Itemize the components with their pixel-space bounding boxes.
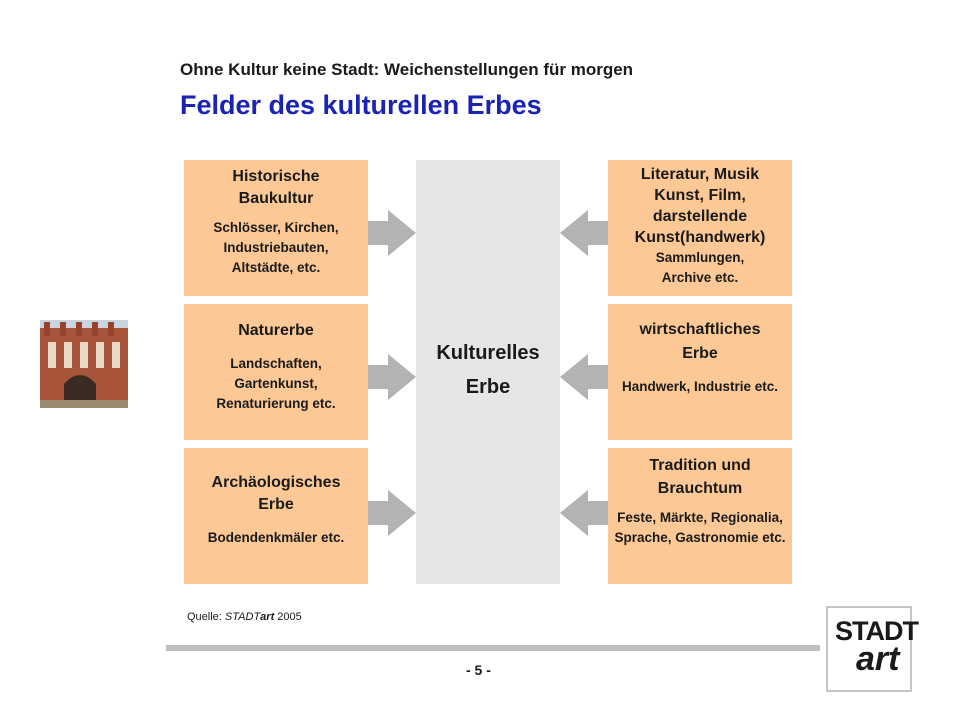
center-panel [416,160,560,584]
box-description: Feste, Märkte, Regionalia, Sprache, Gast… [614,510,786,545]
arrow-right-icon [368,490,416,536]
box-historische-baukultur: Historische Baukultur Schlösser, Kirchen… [184,160,368,296]
slide-subtitle: Ohne Kultur keine Stadt: Weichenstellung… [180,60,634,79]
center-label-line1: Kulturelles [436,342,540,364]
source-citation: Quelle: STADTart 2005 [187,611,302,623]
arrow-left-icon [560,210,608,256]
logo-word-stadt: STADT [835,616,919,646]
center-label-line2: Erbe [465,376,511,398]
source-label: Quelle: [187,611,222,623]
building-photo [40,320,128,408]
source-name: STADTart [224,611,275,623]
box-wirtschaftliches-erbe: wirtschaftliches Erbe Handwerk, Industri… [608,304,792,440]
source-year: 2005 [277,611,302,623]
box-description: Sammlungen, Archive etc. [655,250,745,285]
footer-divider [166,645,820,651]
logo-word-art: art [856,640,900,678]
box-archaeologisches-erbe: Archäologisches Erbe Bodendenkmäler etc. [184,448,368,584]
box-description: Bodendenkmäler etc. [207,530,345,545]
box-description: Landschaften, Gartenkunst, Renaturierung… [216,356,336,411]
arrow-right-icon [368,354,416,400]
box-heading: Tradition und Brauchtum [649,457,751,497]
box-heading: Naturerbe [238,322,314,339]
box-heading: Literatur, Musik Kunst, Film, darstellen… [634,166,766,246]
page-number: - 5 - [466,662,491,678]
box-literatur-musik: Literatur, Musik Kunst, Film, darstellen… [608,160,792,296]
box-description: Handwerk, Industrie etc. [621,379,779,394]
box-naturerbe: Naturerbe Landschaften, Gartenkunst, Ren… [184,304,368,440]
stadtart-logo: STADT art [826,606,919,692]
slide-title: Felder des kulturellen Erbes [180,90,542,120]
arrow-left-icon [560,354,608,400]
box-heading: wirtschaftliches Erbe [639,321,761,362]
arrow-right-icon [368,210,416,256]
box-tradition-brauchtum: Tradition und Brauchtum Feste, Märkte, R… [608,448,792,584]
arrow-left-icon [560,490,608,536]
box-heading: Historische Baukultur [232,168,320,207]
center-label: Kulturelles Erbe [416,336,560,404]
box-description: Schlösser, Kirchen, Industriebauten, Alt… [213,220,339,275]
box-heading: Archäologisches Erbe [211,474,341,513]
